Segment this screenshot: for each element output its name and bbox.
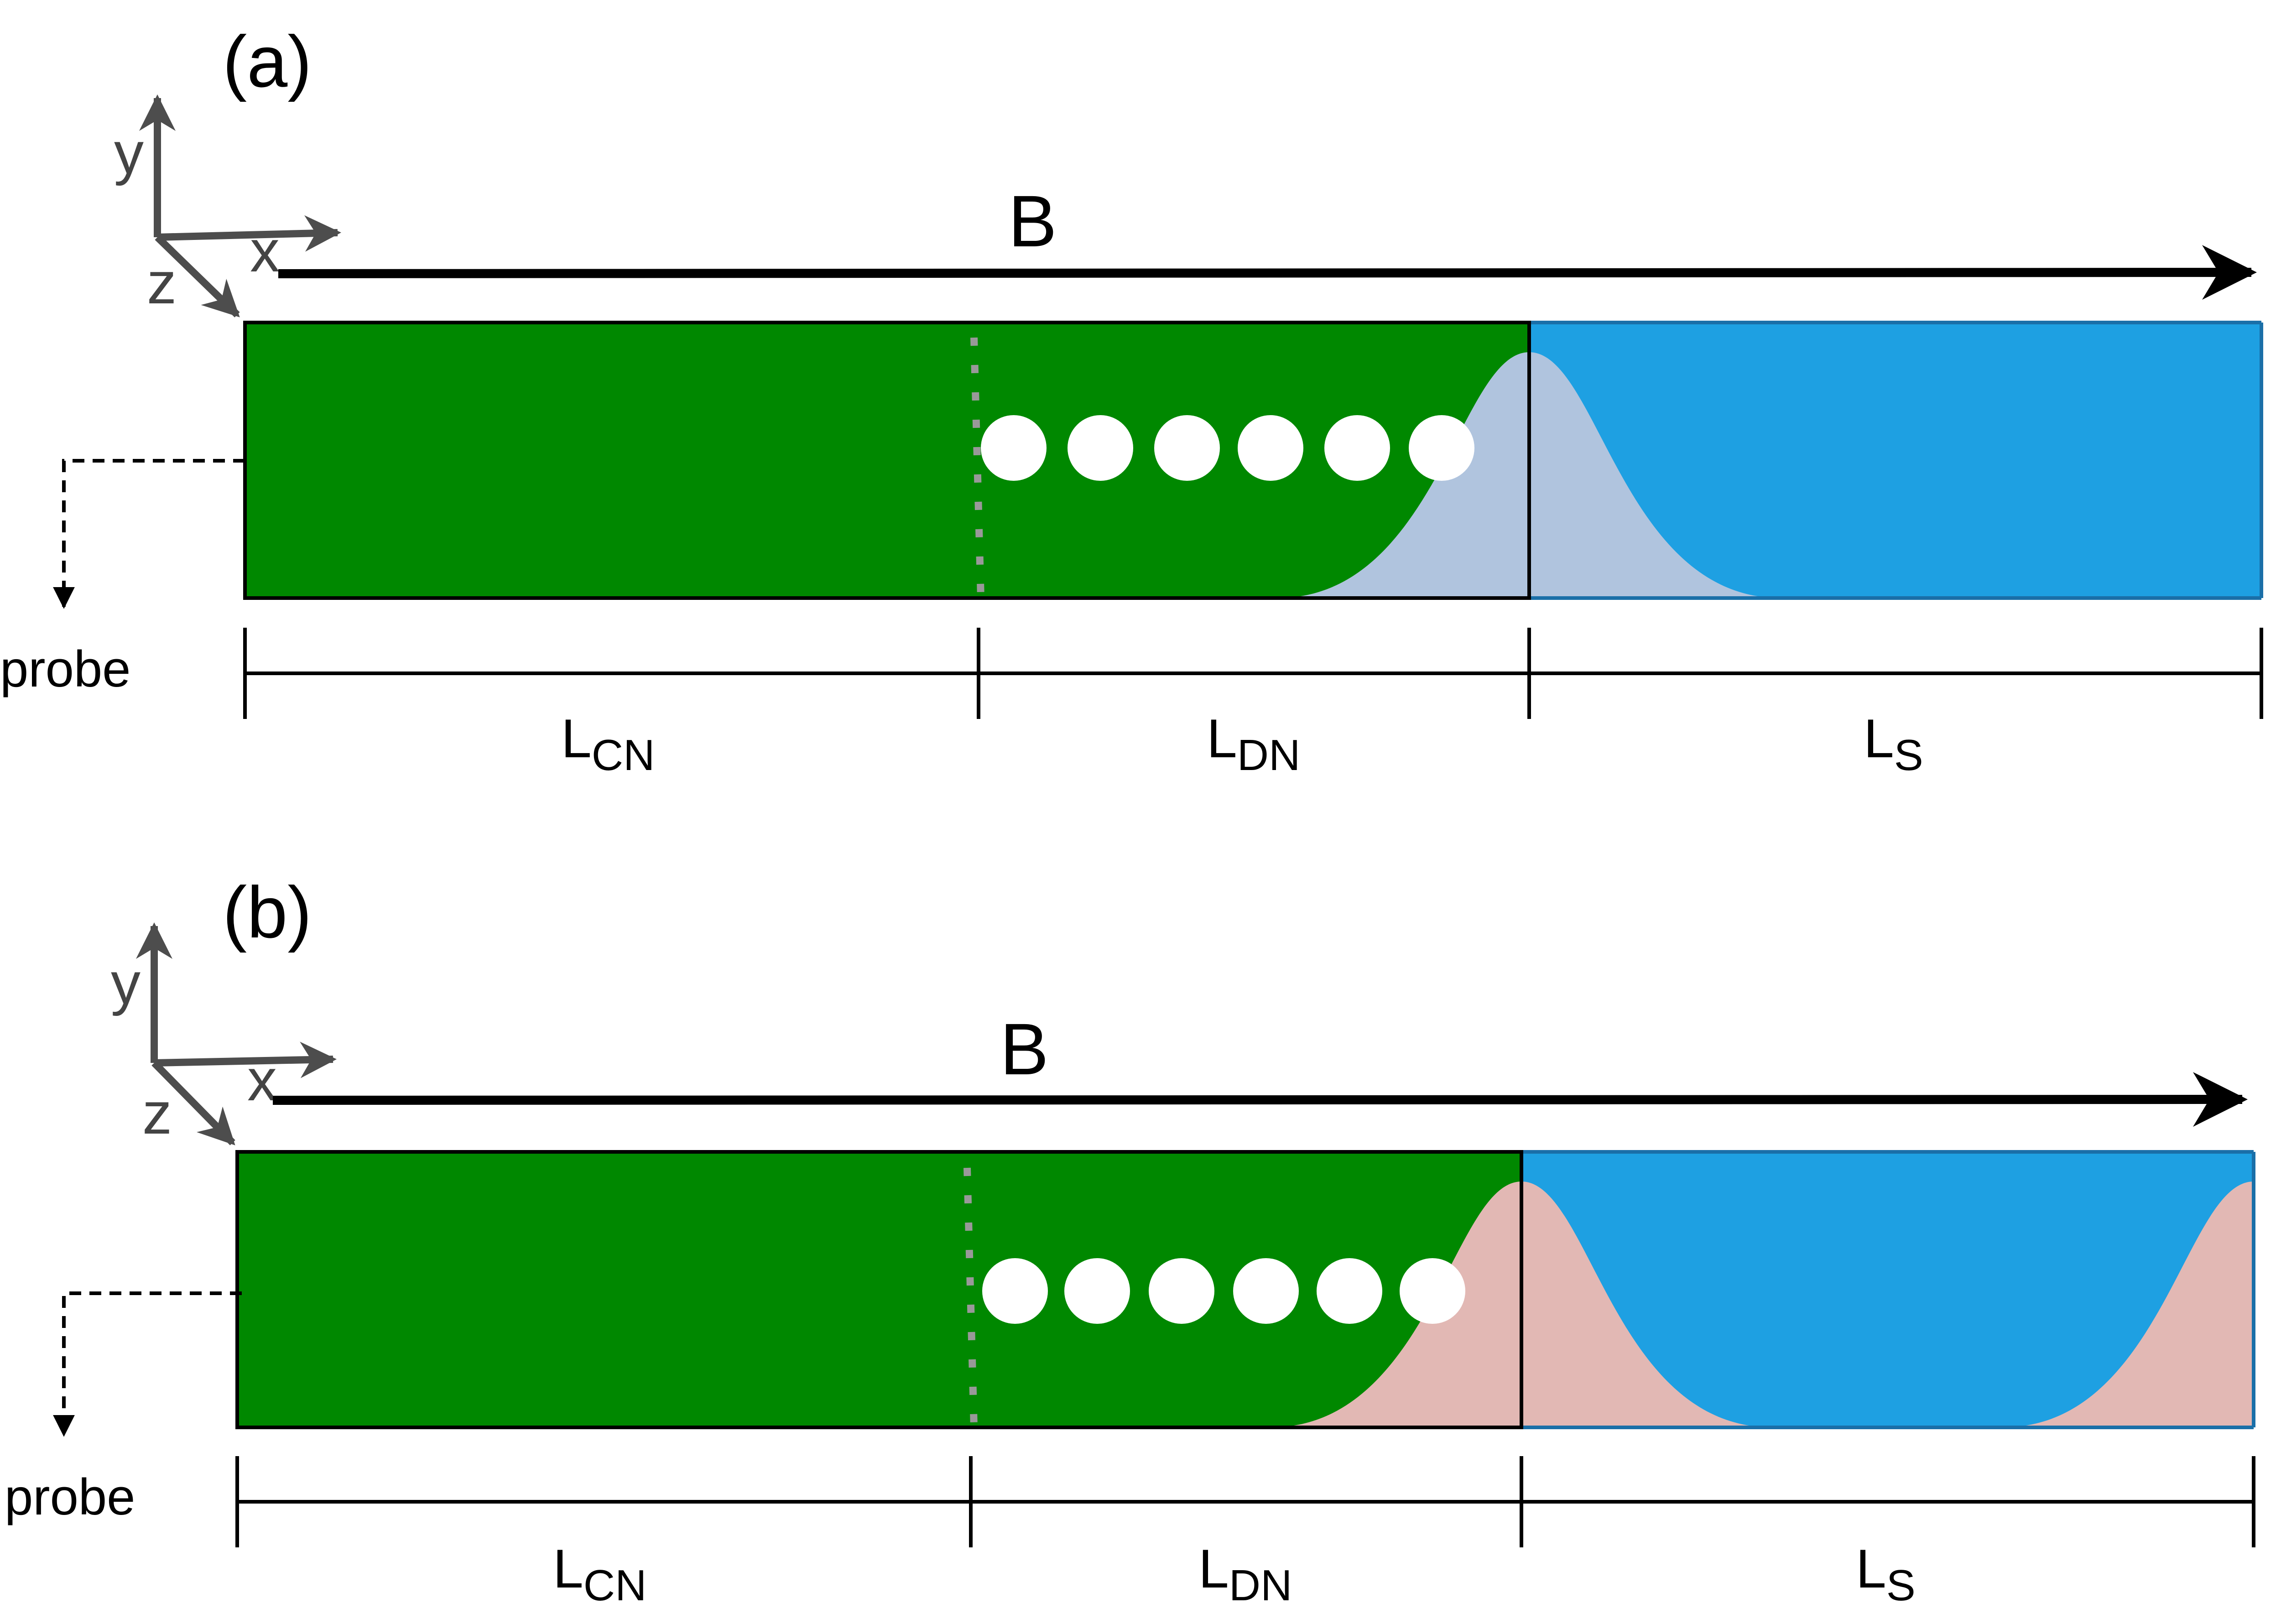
x-axis-arrow <box>154 1041 337 1078</box>
segment-label-dn: LDN <box>1207 708 1300 780</box>
particle <box>982 1258 1048 1324</box>
particle <box>1154 415 1220 481</box>
panel-label: (a) <box>223 21 312 102</box>
normal-region-outline <box>235 1150 1523 1429</box>
probe-label: probe <box>0 640 130 697</box>
coordinate-axes: y x z <box>114 94 341 318</box>
field-arrow <box>278 245 2257 300</box>
particle <box>1238 415 1303 481</box>
panel-label: (b) <box>223 871 312 953</box>
z-axis-label: z <box>147 250 177 316</box>
panel-a: (a) y x z B <box>0 21 2263 780</box>
field-label: B <box>1000 1008 1049 1090</box>
segment-label-cn: LCN <box>561 708 655 780</box>
field-arrow <box>272 1072 2248 1127</box>
particle <box>1324 415 1390 481</box>
length-scale: LCN LDN LS <box>235 1456 2255 1610</box>
particle <box>1409 415 1474 481</box>
particle <box>1317 1258 1382 1324</box>
particle-chain <box>981 415 1474 481</box>
x-axis-label: x <box>250 218 280 284</box>
segment-label-s: LS <box>1856 1538 1916 1610</box>
normal-region <box>237 1152 1521 1427</box>
particle <box>1068 415 1133 481</box>
particle-chain <box>982 1258 1465 1324</box>
segment-label-dn: LDN <box>1198 1538 1292 1610</box>
x-axis-arrow <box>157 215 341 252</box>
z-axis-arrow <box>155 234 240 318</box>
field-label: B <box>1008 180 1057 262</box>
y-axis-label: y <box>114 120 144 186</box>
normal-region <box>245 323 1529 598</box>
particle <box>1064 1258 1130 1324</box>
panel-b: (b) y x z B <box>5 871 2255 1610</box>
z-axis-label: z <box>142 1080 172 1146</box>
z-axis-arrow <box>151 1060 235 1145</box>
probe-arrow <box>53 1291 242 1437</box>
particle <box>1233 1258 1299 1324</box>
x-axis-label: x <box>247 1046 277 1113</box>
y-axis-label: y <box>111 950 141 1016</box>
particle <box>981 415 1047 481</box>
probe-indicator: probe <box>5 1291 242 1525</box>
coordinate-axes: y x z <box>111 922 337 1146</box>
probe-indicator: probe <box>0 459 245 697</box>
probe-label: probe <box>5 1468 135 1525</box>
mode-profile-right <box>2003 1182 2254 1427</box>
length-scale: LCN LDN LS <box>243 628 2263 780</box>
probe-arrow <box>53 459 245 609</box>
segment-label-cn: LCN <box>553 1538 646 1610</box>
segment-label-s: LS <box>1864 708 1923 780</box>
particle <box>1400 1258 1465 1324</box>
particle <box>1149 1258 1214 1324</box>
